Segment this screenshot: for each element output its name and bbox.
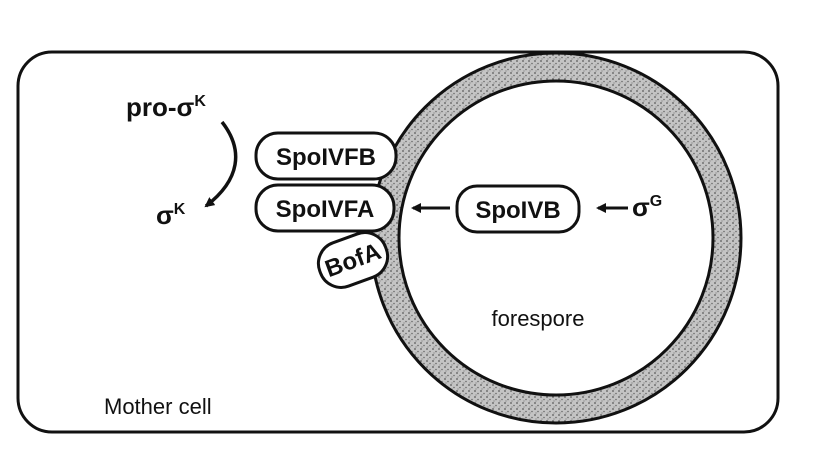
spoivfb-box bbox=[254, 131, 398, 181]
sigma-g-label: σG bbox=[632, 192, 662, 222]
mother-cell-label: Mother cell bbox=[104, 394, 212, 419]
sigma-k-label: σK bbox=[156, 200, 186, 230]
bofa-box bbox=[316, 231, 390, 289]
spoivfa-label: SpoIVFA bbox=[276, 196, 375, 223]
pro-sigma-k-label: pro-σK bbox=[126, 92, 206, 122]
mother-cell-outline bbox=[16, 50, 780, 434]
spoivfb-label: SpoIVFB bbox=[276, 144, 376, 171]
forespore-inner bbox=[397, 79, 715, 397]
spoivfa-box bbox=[254, 183, 396, 233]
spoivb-box bbox=[455, 184, 581, 234]
spoivb-label: SpoIVB bbox=[475, 197, 560, 224]
forespore-label: forespore bbox=[492, 306, 585, 331]
processing-arrow bbox=[204, 120, 238, 208]
